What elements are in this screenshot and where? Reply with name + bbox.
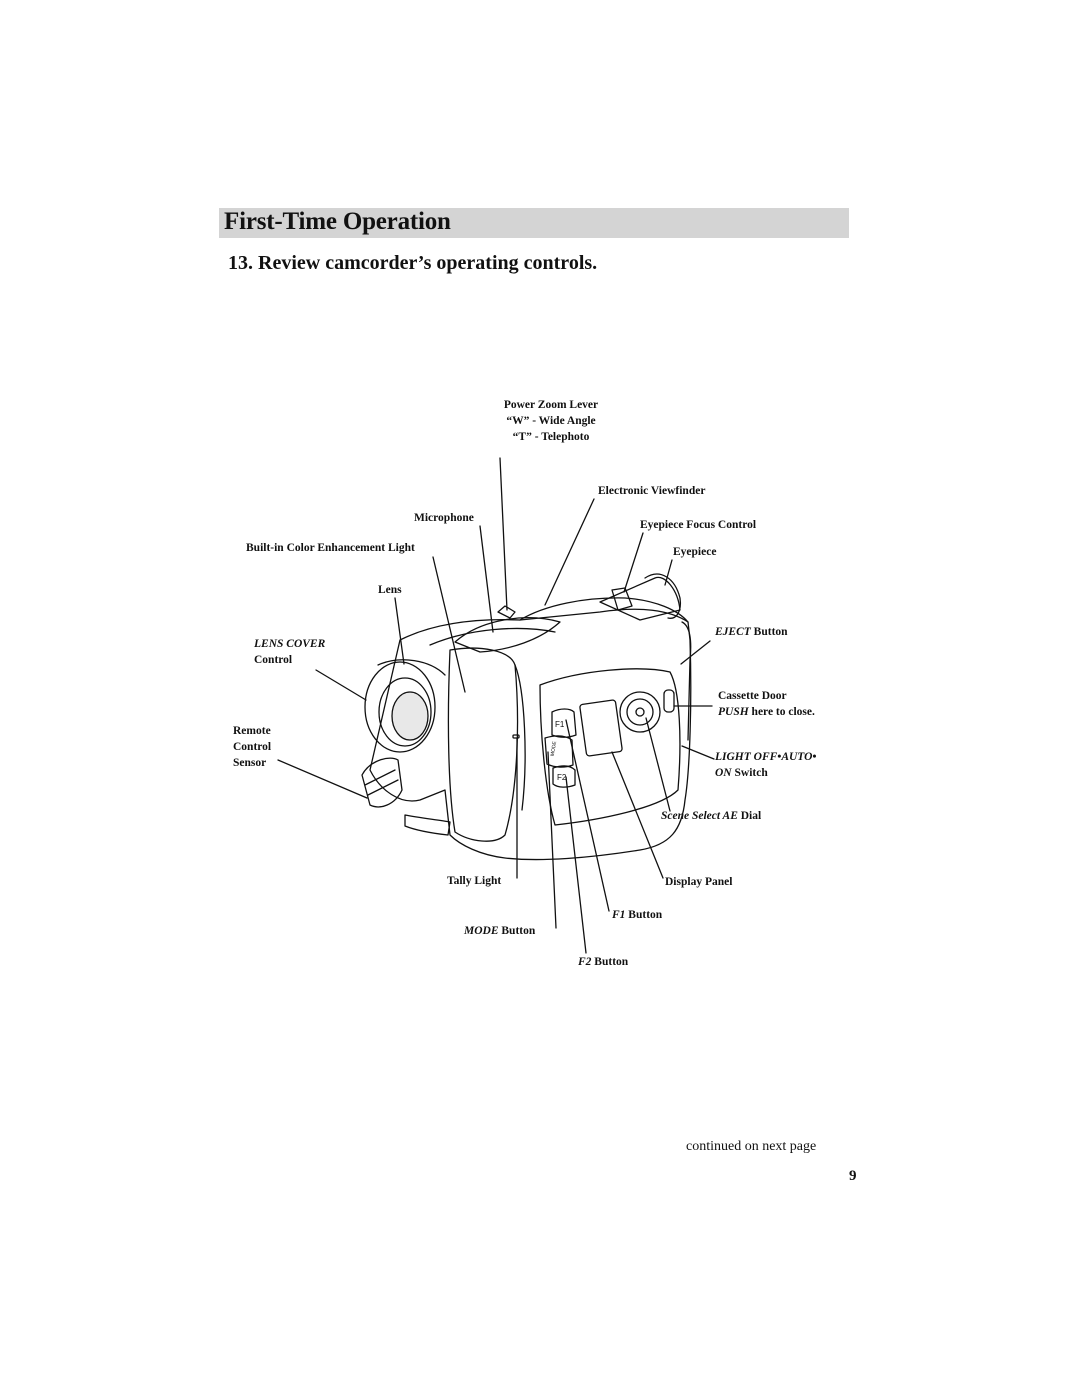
leader-eyepiece: [664, 559, 673, 586]
eyepiece-cup: [644, 573, 682, 619]
microphone-grille: [454, 617, 561, 653]
side-panel: [539, 668, 681, 826]
leader-color-light: [432, 556, 466, 693]
f2-marking: F2: [557, 773, 567, 782]
leader-light-switch: [681, 745, 715, 760]
leader-f2: [565, 776, 587, 954]
tally-light: [512, 734, 520, 739]
eyepiece-focus-ring: [611, 587, 633, 611]
label-lens: Lens: [378, 584, 402, 596]
eject-button-shape: [663, 689, 675, 713]
label-f2-button: F2 Button: [578, 956, 629, 968]
leader-scene-select: [645, 717, 671, 812]
leader-electronic-viewfinder: [544, 498, 595, 606]
leader-power-zoom: [499, 457, 508, 611]
label-mode-button: MODE Button: [464, 925, 536, 937]
leader-mode: [547, 751, 557, 929]
label-tally-light: Tally Light: [447, 875, 502, 887]
mode-marking: MODE: [550, 740, 559, 756]
label-scene-select-dial: Scene Select AE Dial: [661, 810, 762, 822]
leader-lens: [394, 597, 405, 665]
label-eyepiece: Eyepiece: [673, 546, 717, 558]
label-power-zoom: Power Zoom Lever “W” - Wide Angle “T” - …: [503, 399, 599, 443]
section-title: First-Time Operation: [224, 208, 451, 235]
step-heading: 13. Review camcorder’s operating control…: [228, 252, 598, 274]
label-cassette-door: Cassette Door PUSH here to close.: [718, 690, 815, 718]
label-remote-sensor: Remote Control Sensor: [233, 725, 272, 769]
front-panel: [447, 647, 519, 842]
leader-lens-cover: [315, 669, 367, 701]
f1-marking: F1: [555, 720, 565, 729]
leader-eject: [680, 640, 711, 665]
label-lens-cover: LENS COVER Control: [254, 638, 326, 666]
label-eyepiece-focus: Eyepiece Focus Control: [640, 519, 757, 531]
display-panel-screen: [579, 699, 623, 757]
label-microphone: Microphone: [414, 512, 474, 524]
remote-sensor-housing: [361, 757, 403, 808]
lens-barrel: [364, 661, 436, 753]
label-color-light: Built-in Color Enhancement Light: [246, 542, 415, 554]
scene-select-dial: [619, 691, 661, 733]
leader-remote-sensor: [277, 759, 368, 799]
page-number: 9: [849, 1168, 857, 1184]
label-electronic-viewfinder: Electronic Viewfinder: [598, 485, 706, 497]
leader-display-panel: [611, 751, 664, 879]
zoom-lever: [497, 605, 516, 619]
label-f1-button: F1 Button: [612, 909, 663, 921]
leader-microphone: [479, 525, 494, 633]
leader-eyepiece-focus: [623, 532, 644, 593]
leader-f1: [565, 719, 610, 912]
camcorder-body: [369, 608, 692, 861]
label-display-panel: Display Panel: [665, 876, 733, 888]
label-light-switch: LIGHT OFF•AUTO• ON Switch: [715, 751, 817, 779]
label-eject-button: EJECT Button: [715, 626, 788, 638]
continued-note: continued on next page: [686, 1139, 817, 1154]
viewfinder-body: [599, 576, 681, 621]
section-header-bar: [219, 208, 849, 238]
